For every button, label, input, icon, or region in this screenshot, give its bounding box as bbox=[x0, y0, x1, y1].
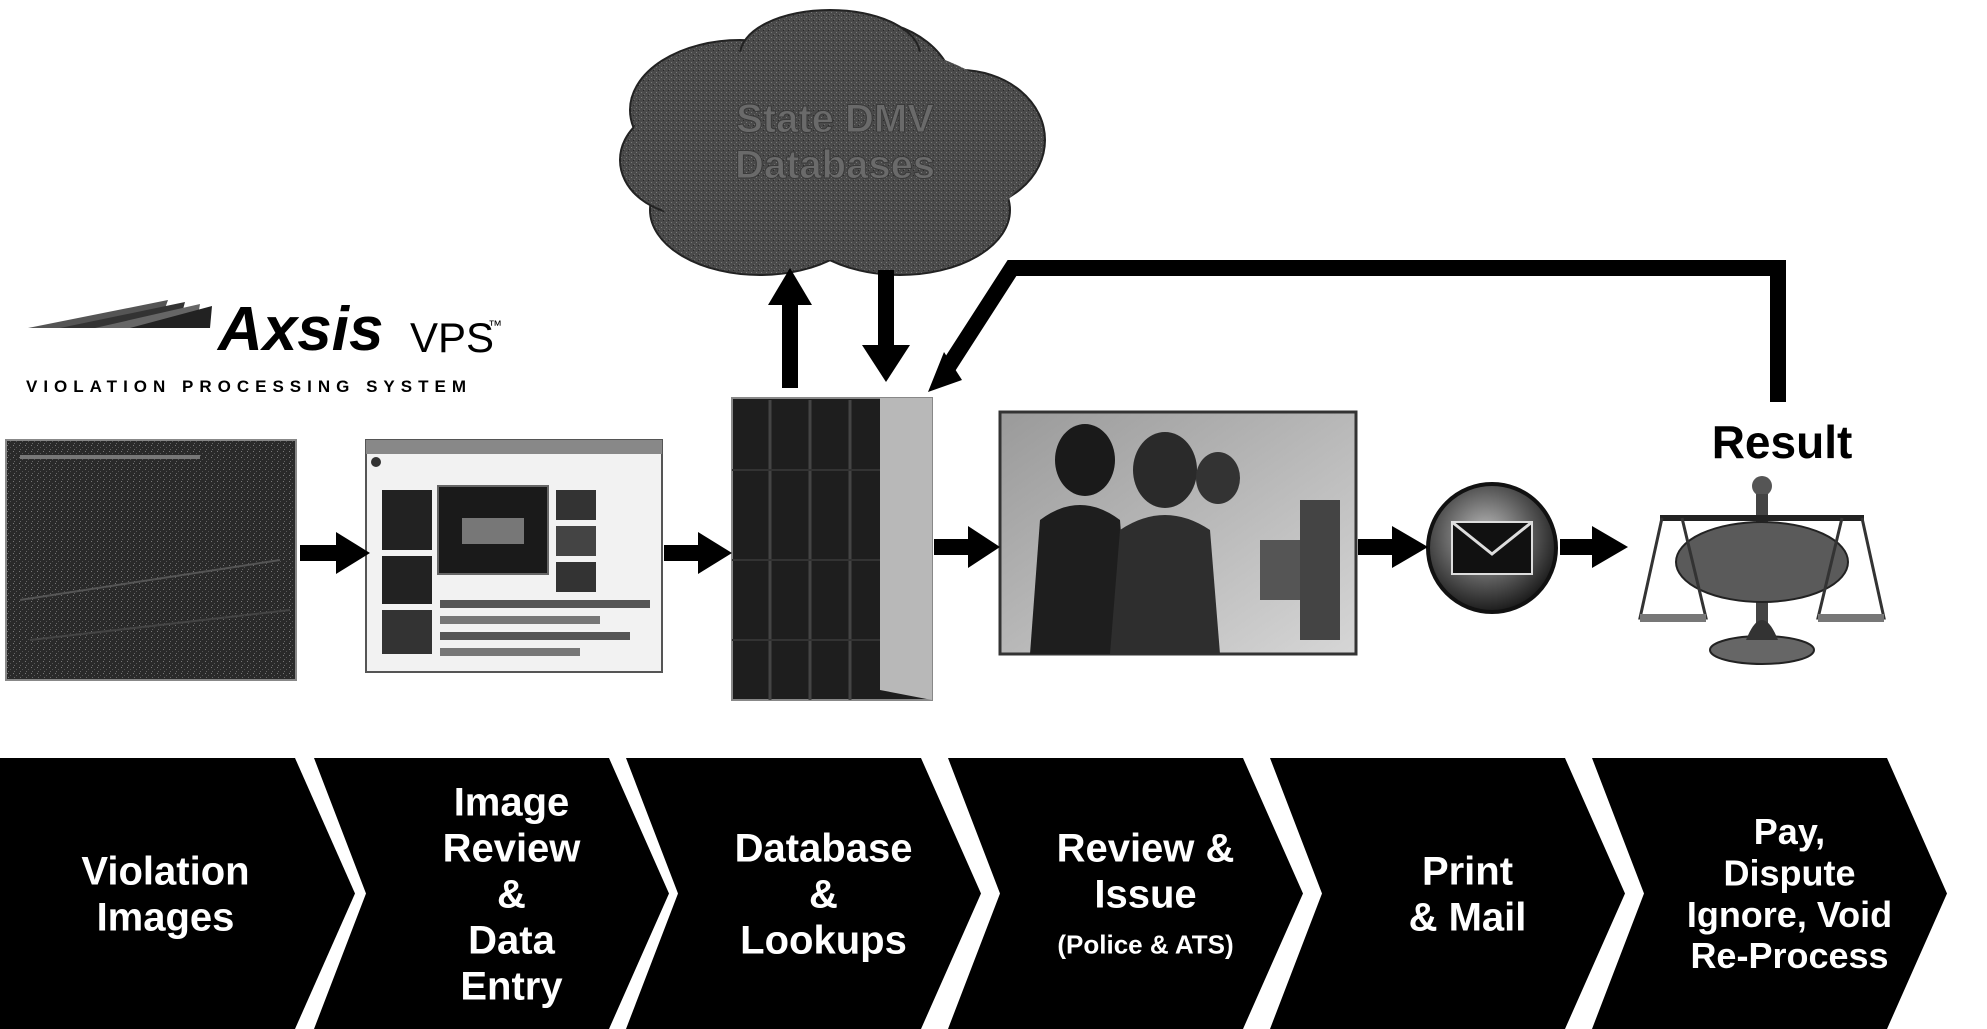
logo-product: VPS bbox=[410, 314, 494, 361]
step-chevron-5 bbox=[1270, 758, 1625, 1029]
result-label: Result bbox=[1712, 416, 1853, 468]
logo-brand: Axsis bbox=[216, 295, 383, 364]
step-5-line-2: & Mail bbox=[1409, 896, 1527, 940]
step-chevron-2 bbox=[314, 758, 669, 1029]
scales-of-justice-icon bbox=[1638, 476, 1886, 665]
cloud-line-2: Databases bbox=[735, 143, 935, 187]
step-4-line-1: Review & bbox=[1057, 827, 1235, 871]
flow-arrow-1 bbox=[300, 532, 370, 574]
step-1-line-2: Images bbox=[97, 896, 235, 940]
flow-arrow-5 bbox=[1560, 526, 1628, 568]
step-3-line-1: Database bbox=[735, 827, 913, 871]
step-2-line-5: Entry bbox=[460, 965, 563, 1009]
step-4-line-2: Issue bbox=[1094, 873, 1196, 917]
violation-image-icon bbox=[5, 439, 297, 681]
step-6-line-3: Ignore, Void bbox=[1687, 894, 1892, 935]
step-chevron-6 bbox=[1592, 758, 1947, 1029]
flow-arrow-4 bbox=[1358, 526, 1428, 568]
step-chevron-4 bbox=[948, 758, 1303, 1029]
step-2-line-1: Image bbox=[454, 781, 570, 825]
step-4-line-3: (Police & ATS) bbox=[1057, 930, 1233, 960]
step-3-line-2: & bbox=[809, 873, 838, 917]
cloud-down-arrow bbox=[862, 270, 910, 382]
cloud-up-arrow bbox=[768, 268, 812, 388]
logo-stripes-icon bbox=[28, 300, 212, 328]
axsis-logo: Axsis VPS ™ VIOLATION PROCESSING SYSTEM bbox=[26, 295, 502, 396]
flow-arrow-2 bbox=[664, 532, 732, 574]
step-1-line-1: Violation bbox=[81, 850, 249, 894]
step-5-line-1: Print bbox=[1422, 850, 1513, 894]
state-dmv-cloud: State DMV Databases bbox=[619, 9, 1046, 276]
feedback-loop-arrow bbox=[928, 260, 1786, 402]
step-6-line-2: Dispute bbox=[1723, 852, 1855, 893]
logo-trademark: ™ bbox=[488, 317, 502, 333]
operators-photo-icon bbox=[998, 410, 1358, 656]
step-2-line-4: Data bbox=[468, 919, 555, 963]
step-6-line-1: Pay, bbox=[1754, 811, 1825, 852]
step-chevron-3 bbox=[626, 758, 981, 1029]
step-2-line-3: & bbox=[497, 873, 526, 917]
step-chevron-1 bbox=[0, 758, 355, 1029]
flow-arrow-3 bbox=[934, 526, 1000, 568]
step-2-line-2: Review bbox=[443, 827, 582, 871]
review-screen-icon bbox=[365, 439, 663, 673]
step-3-line-3: Lookups bbox=[740, 919, 907, 963]
process-chevrons: ViolationImagesImageReview&DataEntryData… bbox=[0, 758, 1947, 1029]
cloud-line-1: State DMV bbox=[736, 97, 934, 141]
mail-envelope-icon bbox=[1426, 482, 1558, 614]
step-6-line-4: Re-Process bbox=[1690, 935, 1888, 976]
logo-tagline: VIOLATION PROCESSING SYSTEM bbox=[26, 377, 472, 396]
server-rack-icon bbox=[731, 397, 933, 701]
